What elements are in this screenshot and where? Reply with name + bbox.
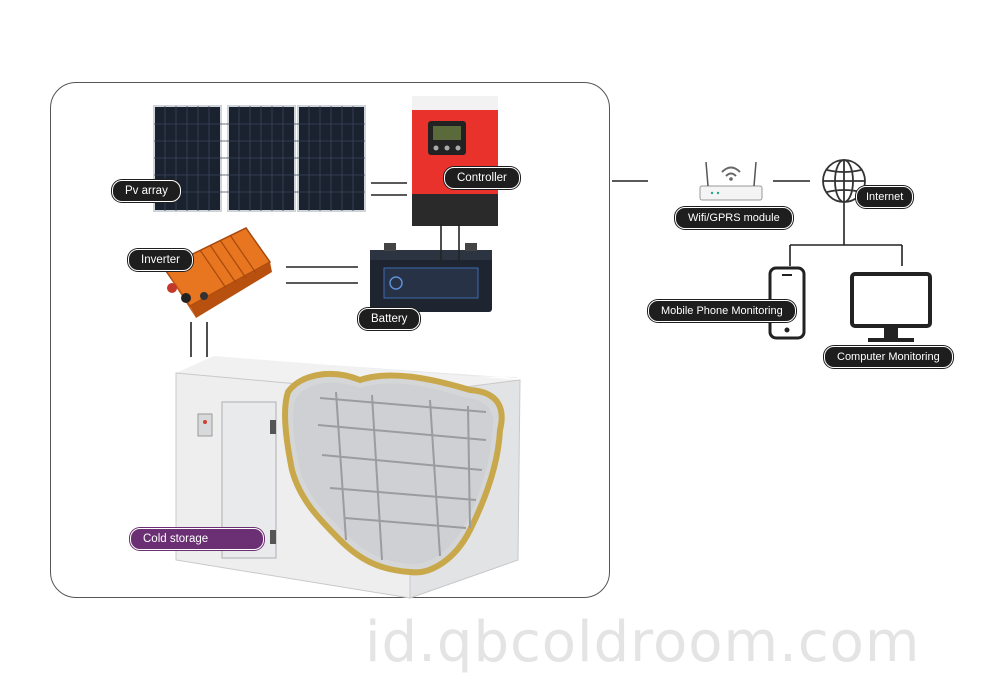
- solar-panel-array: [154, 106, 365, 211]
- cold-storage-label: Cold storage: [130, 528, 264, 550]
- computer-monitoring-label: Computer Monitoring: [824, 346, 953, 368]
- battery: [370, 243, 492, 312]
- watermark: id.qbcoldroom.com: [365, 610, 920, 675]
- internet-label: Internet: [856, 186, 913, 208]
- wifi-module-label: Wifi/GPRS module: [675, 207, 793, 229]
- cold-storage-room: [176, 356, 520, 598]
- inverter: [164, 228, 272, 318]
- inverter-label: Inverter: [128, 249, 193, 271]
- wifi-router-icon: [700, 162, 762, 200]
- mobile-monitoring-label: Mobile Phone Monitoring: [648, 300, 796, 322]
- computer-monitor-icon: [852, 274, 930, 342]
- battery-label: Battery: [358, 308, 420, 330]
- pv-array-label: Pv array: [112, 180, 181, 202]
- charge-controller: [412, 96, 498, 226]
- controller-label: Controller: [444, 167, 520, 189]
